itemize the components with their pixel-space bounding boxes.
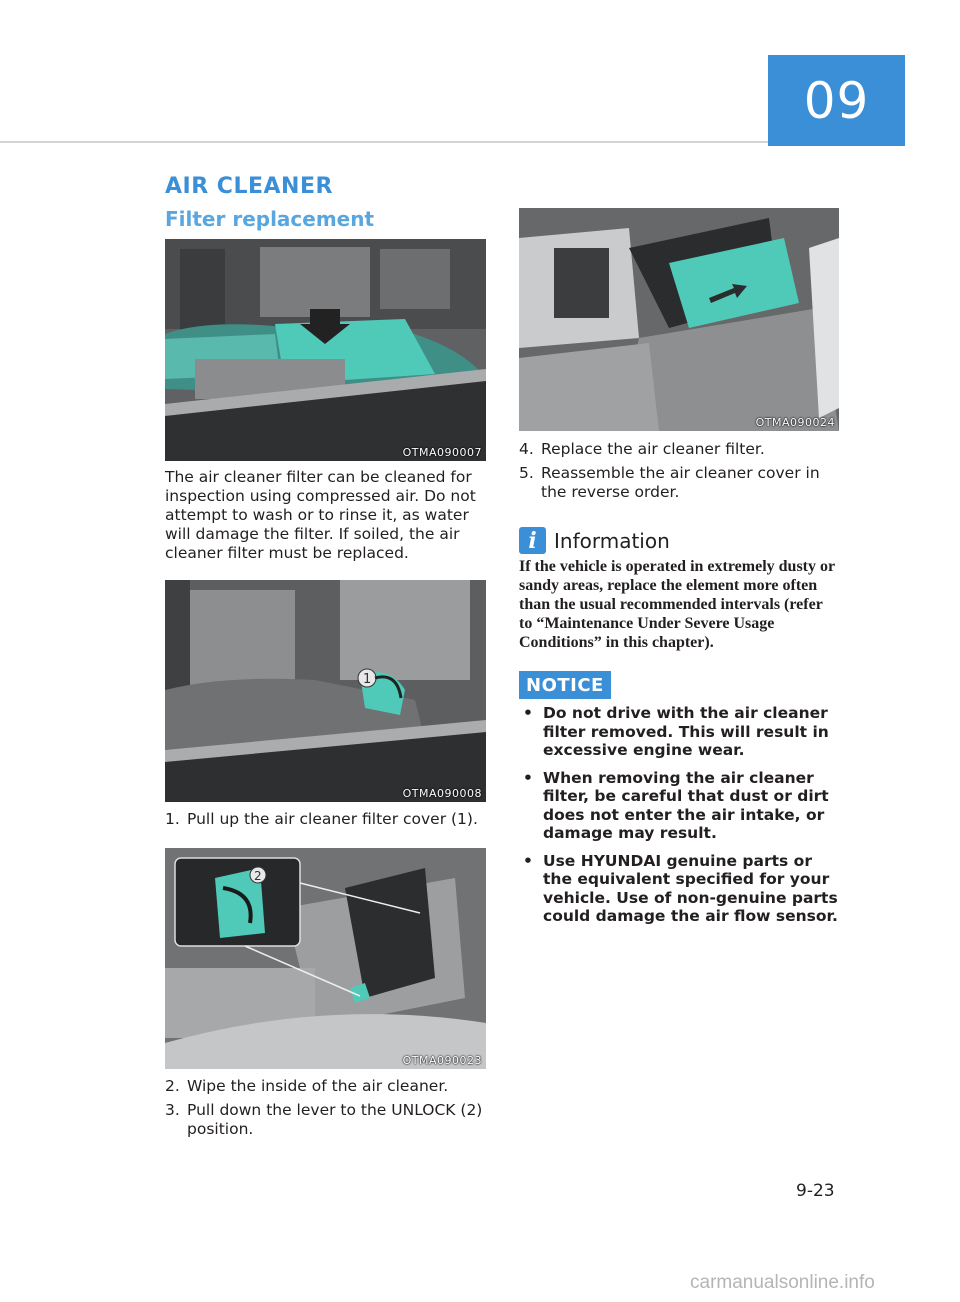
figure-air-cleaner-location: OTMA090007	[165, 239, 486, 461]
step-5: 5.Reassemble the air cleaner cover in th…	[519, 464, 820, 501]
figure-filter-replace: OTMA090024	[519, 208, 839, 431]
information-body: If the vehicle is operated in extremely …	[519, 558, 835, 651]
figure-filter-cover: 1 OTMA090008	[165, 580, 486, 802]
figure-unlock-lever: 2 OTMA090023	[165, 848, 486, 1069]
step-1: 1.Pull up the air cleaner filter cover (…	[165, 810, 478, 828]
info-icon: i	[519, 527, 546, 554]
step-3: 3.Pull down the lever to the UNLOCK (2) …	[165, 1101, 483, 1138]
information-title: Information	[554, 528, 670, 553]
callout-2: 2	[254, 869, 262, 883]
callout-1: 1	[363, 672, 371, 687]
step-2: 2.Wipe the inside of the air cleaner.	[165, 1077, 449, 1095]
section-title: AIR CLEANER	[165, 174, 333, 199]
watermark: carmanualsonline.info	[690, 1272, 875, 1293]
notice-list: •Do not drive with the air cleaner filte…	[519, 704, 841, 935]
intro-paragraph: The air cleaner filter can be cleaned fo…	[165, 468, 476, 562]
page-number: 9-23	[796, 1181, 835, 1201]
notice-label: NOTICE	[519, 671, 611, 699]
figure-code: OTMA090023	[402, 1054, 482, 1067]
sub-title: Filter replacement	[165, 207, 375, 231]
notice-item: •When removing the air cleaner filter, b…	[523, 768, 829, 843]
step-4: 4.Replace the air cleaner filter.	[519, 440, 765, 458]
header-rule	[0, 141, 768, 143]
notice-item: •Do not drive with the air cleaner filte…	[523, 704, 829, 759]
figure-code: OTMA090007	[402, 446, 482, 459]
chapter-tab: 09	[768, 55, 905, 146]
notice-item: •Use HYUNDAI genuine parts or the equiva…	[523, 851, 838, 926]
figure-code: OTMA090024	[755, 416, 835, 429]
figure-code: OTMA090008	[402, 787, 482, 800]
information-header: i Information	[519, 527, 670, 554]
